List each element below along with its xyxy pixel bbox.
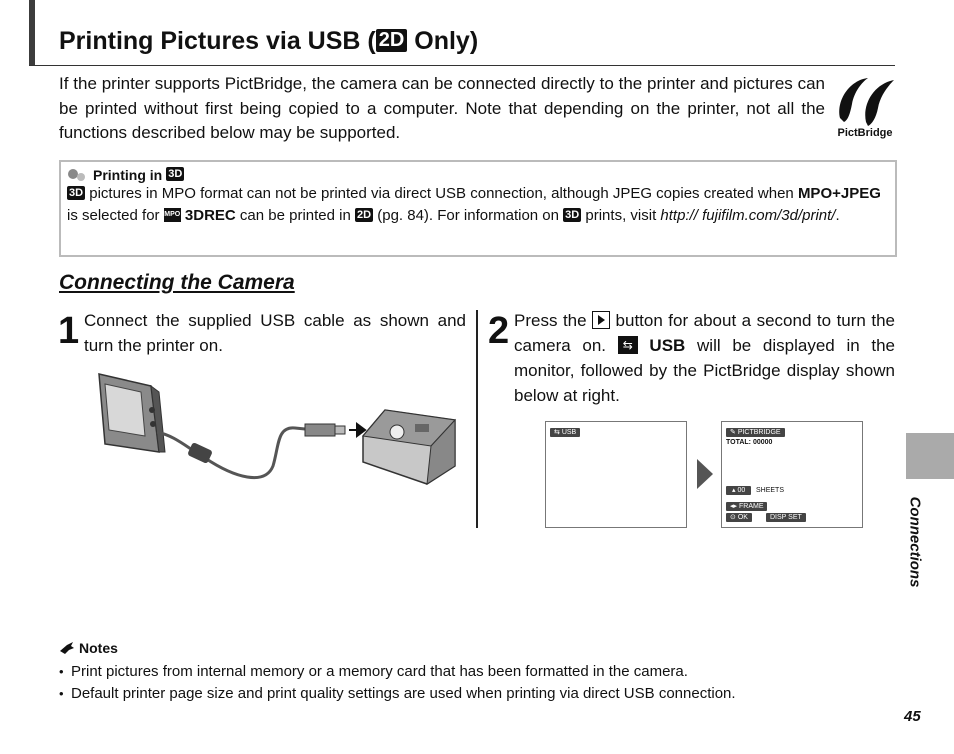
frame-hint-text: FRAME (738, 503, 764, 510)
step-divider (476, 310, 478, 528)
intro-paragraph: If the printer supports PictBridge, the … (59, 74, 825, 142)
step-2-number: 2 (488, 310, 510, 352)
note-text: prints, visit (581, 207, 661, 224)
notes-heading-text: Notes (79, 640, 118, 656)
notes-list: Print pictures from internal memory or a… (59, 661, 859, 705)
ok-hint: ⊙ OK (726, 513, 752, 522)
step-2-text-part: will be displayed in the monitor, follow… (514, 336, 896, 405)
usb-screen-tag-text: USB (561, 429, 577, 436)
tag-2d-icon: 2D (375, 28, 408, 52)
step-2-text-part: button for about a second to turn the ca… (514, 311, 895, 355)
pictbridge-logo-icon (839, 78, 894, 126)
pictbridge-label: PictBridge (837, 127, 893, 139)
chapter-label: Connections (898, 490, 932, 594)
section-title: Connecting the Camera (59, 271, 295, 294)
note-bold-3drec: 3DREC (184, 207, 236, 224)
disp-text: DISP (770, 514, 787, 521)
ok-hint-text: OK (737, 514, 748, 521)
pictbridge-screen-tag: ✎ PICTBRIDGE (726, 428, 785, 437)
playback-button-icon (592, 311, 611, 330)
tag-3d-icon: 3D (67, 186, 86, 201)
printer-icon (362, 409, 457, 485)
title-accent-bar (29, 0, 35, 66)
note-3d-box: Printing in 3D 3D pictures in MPO format… (59, 160, 897, 257)
frame-hint: ◂▸ FRAME (726, 502, 768, 511)
title-rule (29, 65, 895, 66)
step-1-text: Connect the supplied USB cable as shown … (84, 311, 466, 355)
note-text: (pg. 84). For information on (373, 207, 564, 224)
set-text: SET (788, 514, 802, 521)
camera-usb-printer-illustration (98, 373, 457, 485)
step-1-number: 1 (58, 310, 80, 352)
usb-screen-tag: ⇆ USB (550, 428, 581, 437)
tag-2d-icon: 2D (355, 208, 374, 223)
note-3d-heading-text: Printing in (93, 167, 163, 183)
pointing-hand-icon (60, 642, 74, 654)
camera-icon (98, 373, 166, 453)
list-item: Default printer page size and print qual… (59, 683, 859, 705)
step-2-text-part: Press the (514, 311, 593, 330)
note-text: is selected for (67, 207, 164, 224)
note-3d-heading: Printing in 3D (67, 167, 890, 183)
title-text-end: Only) (407, 27, 479, 55)
sheets-label: SHEETS (756, 487, 785, 494)
monitor-usb-screen: ⇆ USB (545, 421, 687, 528)
usb-label: USB (649, 336, 686, 355)
fujifilm-3d-link[interactable]: http:// fujifilm.com/3d/print/ (660, 207, 836, 224)
sheet-count: ▴ 00 (726, 486, 752, 495)
next-arrow-icon (697, 459, 713, 489)
tip-icon (68, 169, 85, 181)
monitor-pictbridge-screen: ✎ PICTBRIDGE TOTAL: 00000 ▴ 00 SHEETS ◂▸… (721, 421, 863, 528)
note-3d-text: 3D pictures in MPO format can not be pri… (67, 183, 890, 227)
note-text: . (835, 207, 840, 224)
list-item: Print pictures from internal memory or a… (59, 661, 859, 683)
tag-3d-icon: 3D (166, 167, 185, 181)
mpo-icon: MPO (163, 208, 181, 223)
title-text: Printing Pictures via USB ( (59, 27, 376, 55)
page-title: Printing Pictures via USB (2D Only) (59, 27, 478, 56)
total-count: TOTAL: 00000 (726, 439, 773, 446)
step-2-text: Press the button for about a second to t… (514, 308, 895, 408)
sheet-count-value: 00 (737, 487, 746, 494)
note-text: pictures in MPO format can not be printe… (85, 185, 798, 202)
note-text: can be printed in (235, 207, 355, 224)
chapter-label-text: Connections (906, 496, 924, 588)
page-number: 45 (904, 708, 921, 725)
pictbridge-screen-tag-text: PICTBRIDGE (737, 429, 781, 436)
usb-icon: ⇆ (617, 336, 638, 355)
disp-set-hint: DISP SET (766, 513, 806, 522)
notes-heading: Notes (59, 640, 118, 656)
note-bold-mpojpeg: MPO+JPEG (797, 185, 881, 202)
chapter-tab (906, 433, 954, 479)
tag-3d-icon: 3D (563, 208, 582, 223)
